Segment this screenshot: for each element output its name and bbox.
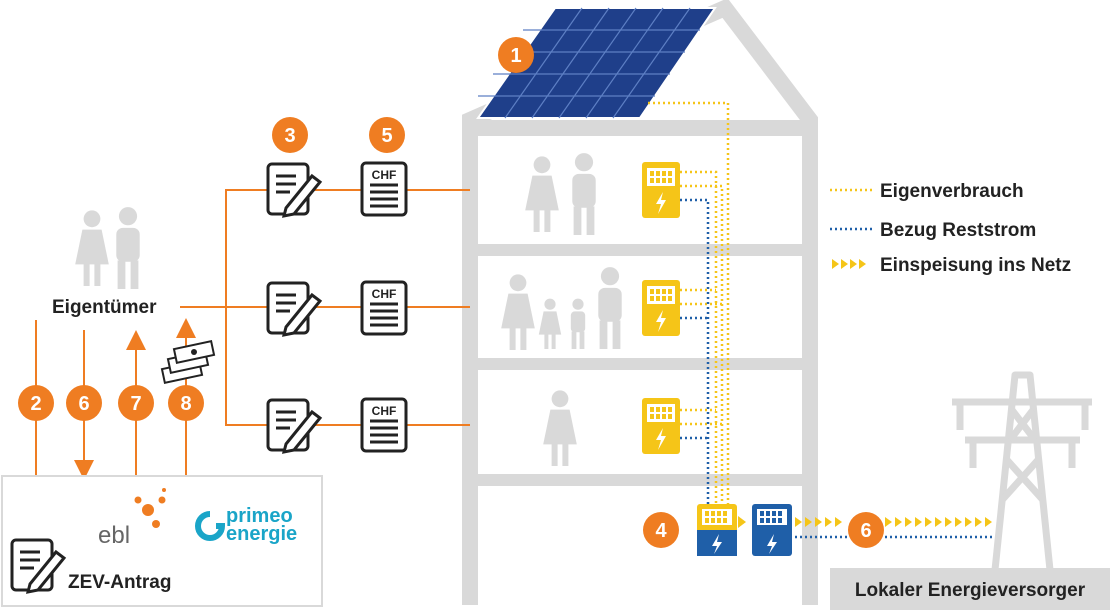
owner-label: Eigentümer (52, 297, 157, 318)
self-consumption-lines (648, 101, 730, 508)
step-number: 7 (130, 393, 141, 415)
currency-label: CHF (372, 287, 397, 301)
legend-item-self-consumption: Eigenverbrauch (830, 181, 1024, 202)
step-number: 1 (510, 45, 521, 67)
residents-floor-3 (543, 390, 577, 466)
step-badge-7: 7 (118, 385, 154, 421)
person-icon (598, 267, 622, 349)
contract-icon (266, 398, 322, 454)
step-number: 5 (381, 125, 392, 147)
person-icon (543, 390, 577, 466)
money-icon (160, 340, 216, 384)
residents-floor-1 (525, 153, 596, 235)
residual-power-lines (680, 198, 1000, 539)
currency-label: CHF (372, 168, 397, 182)
step-number: 3 (284, 125, 295, 147)
legend-item-residual-power: Bezug Reststrom (830, 220, 1036, 241)
person-icon (572, 153, 596, 235)
meter-icon (642, 162, 680, 218)
step-number: 6 (860, 520, 871, 542)
step-badge-2: 2 (18, 385, 54, 421)
legend: Eigenverbrauch Bezug Reststrom Einspeisu… (830, 181, 1071, 276)
main-meter-icon (697, 504, 746, 556)
person-icon (525, 156, 559, 232)
owners-icon (75, 207, 140, 289)
legend-swatch (832, 259, 866, 269)
step-number: 6 (78, 393, 89, 415)
currency-label: CHF (372, 404, 397, 418)
step-number: 8 (180, 393, 191, 415)
step-badge-5: 5 (369, 117, 405, 153)
person-icon (570, 298, 586, 349)
step-badge-6: 6 (66, 385, 102, 421)
primeo-energie-logo: primeo energie (195, 505, 297, 545)
contract-icon (266, 162, 322, 218)
energie-logo-text: energie (226, 523, 297, 545)
step-number: 4 (655, 520, 667, 542)
step-badge-1: 1 (498, 37, 534, 73)
step-badge-6-grid: 6 (848, 512, 884, 548)
residents-floor-2 (501, 267, 622, 350)
utility-label-box (830, 568, 1110, 610)
feed-in-arrows (795, 517, 992, 527)
person-icon (538, 298, 562, 349)
step-badge-8: 8 (168, 385, 204, 421)
solar-panel-icon (476, 7, 717, 119)
person-icon (75, 210, 109, 286)
person-icon (116, 207, 140, 289)
meter-icon (642, 398, 680, 454)
primeo-logo-text: primeo (226, 505, 293, 527)
grid-meter-icon (752, 504, 792, 556)
ebl-logo: ebl (98, 488, 166, 549)
power-pylon-icon (952, 371, 1092, 571)
meter-icon (642, 280, 680, 336)
contract-lines (180, 189, 470, 426)
step-number: 2 (30, 393, 41, 415)
application-label: ZEV-Antrag (68, 572, 171, 593)
legend-item-feed-in: Einspeisung ins Netz (832, 255, 1071, 276)
legend-label: Eigenverbrauch (880, 181, 1024, 202)
contract-icon (266, 281, 322, 337)
step-badge-4: 4 (643, 512, 679, 548)
utility-label: Lokaler Energieversorger (855, 580, 1086, 601)
step-badge-3: 3 (272, 117, 308, 153)
ebl-logo-text: ebl (98, 522, 130, 549)
legend-label: Einspeisung ins Netz (880, 255, 1071, 276)
person-icon (501, 274, 535, 350)
legend-label: Bezug Reststrom (880, 220, 1036, 241)
